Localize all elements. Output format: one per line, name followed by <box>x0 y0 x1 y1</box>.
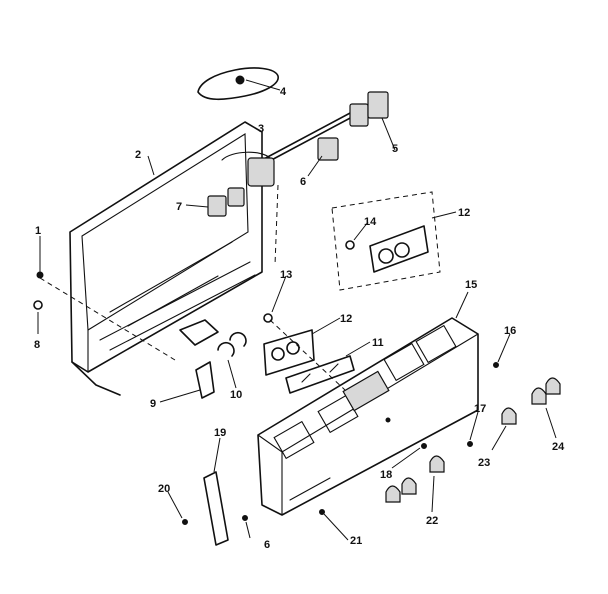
callout-15: 15 <box>465 279 477 291</box>
callout-14: 14 <box>364 216 377 228</box>
callout-8: 8 <box>34 339 40 351</box>
callout-23: 23 <box>478 457 490 469</box>
part-switch-3 <box>221 151 275 187</box>
callout-24: 24 <box>552 441 565 453</box>
part-switch-7 <box>207 187 245 217</box>
callout-9: 9 <box>150 398 156 410</box>
callout-22: 22 <box>426 515 438 527</box>
callout-20: 20 <box>158 483 170 495</box>
callout-12-lower: 12 <box>340 313 352 325</box>
callout-17: 17 <box>474 403 486 415</box>
callout-4: 4 <box>280 86 287 98</box>
part-lens-11 <box>285 355 355 394</box>
part-clips-10 <box>217 331 247 357</box>
callout-18: 18 <box>380 469 392 481</box>
callout-2: 2 <box>135 149 141 161</box>
callout-10: 10 <box>230 389 242 401</box>
callout-11: 11 <box>372 337 384 349</box>
part-bracket-19 <box>203 471 229 546</box>
part-back-panel <box>69 121 263 396</box>
callout-19: 19 <box>214 427 226 439</box>
callout-16: 16 <box>504 325 516 337</box>
callout-1: 1 <box>35 225 41 237</box>
part-switch-block-12-lower <box>263 329 315 376</box>
callout-7: 7 <box>176 201 182 213</box>
part-knobs <box>385 377 561 503</box>
callout-21: 21 <box>350 535 362 547</box>
callout-6: 6 <box>300 176 306 188</box>
callout-labels: 1 2 3 4 5 6 7 8 9 10 11 12 13 14 15 16 1… <box>34 86 565 551</box>
leader-lines <box>37 79 557 541</box>
part-switch-assembly-12-upper <box>331 191 441 291</box>
callout-12-upper: 12 <box>458 207 470 219</box>
callout-13: 13 <box>280 269 292 281</box>
part-wire-harness <box>197 67 279 101</box>
part-bracket-9 <box>195 361 215 399</box>
callout-5: 5 <box>392 143 398 155</box>
part-control-panel-15 <box>257 317 479 516</box>
part-switch-5 <box>349 91 389 127</box>
part-lower-screws <box>182 362 499 525</box>
part-screws <box>33 271 273 323</box>
callout-6-lower: 6 <box>264 539 270 551</box>
part-switch-6 <box>317 137 339 161</box>
part-shaft <box>261 111 355 165</box>
callout-3: 3 <box>258 123 264 135</box>
